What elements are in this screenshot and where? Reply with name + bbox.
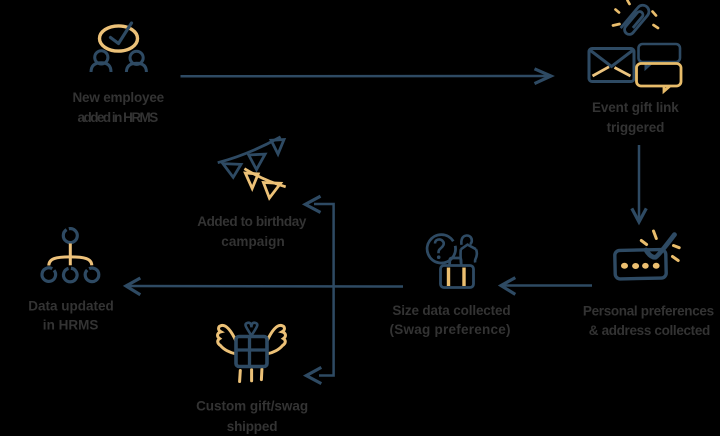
svg-text:& address collected: & address collected [589,323,711,338]
svg-text:New employee: New employee [72,90,164,105]
svg-text:shipped: shipped [227,419,278,434]
svg-text:Custom gift/swag: Custom gift/swag [196,399,308,414]
svg-text:campaign: campaign [221,234,284,249]
svg-text:Personal preferences: Personal preferences [583,304,714,319]
svg-text:Data updated: Data updated [28,299,113,314]
svg-text:Added to birthday: Added to birthday [197,214,307,229]
svg-text:(Swag preference): (Swag preference) [390,322,511,337]
svg-text:Event gift link: Event gift link [592,100,679,115]
svg-text:Size data collected: Size data collected [392,303,510,318]
svg-text:in HRMS: in HRMS [43,318,99,333]
svg-text:added in HRMS: added in HRMS [78,110,159,125]
svg-text:triggered: triggered [607,120,665,135]
